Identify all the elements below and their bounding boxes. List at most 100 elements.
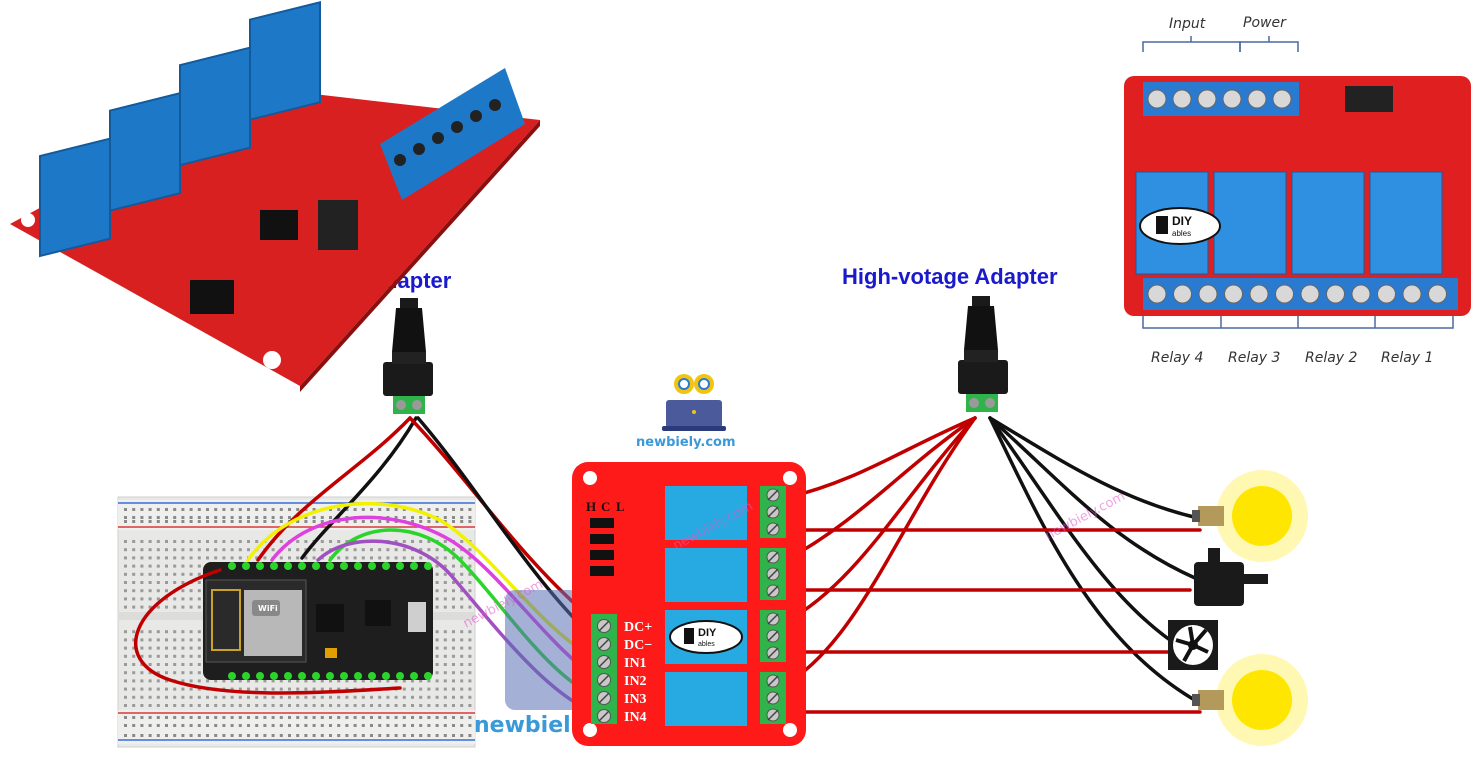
breadboard-hole [386,716,390,719]
newbiely-watermark-logo: newbiel [474,590,580,738]
breadboard-hole [386,704,390,707]
breadboard-hole [452,597,455,601]
esp-pin [424,672,432,680]
breadboard-hole [181,704,185,707]
breadboard-hole [263,516,267,519]
breadboard-hole [124,581,127,584]
breadboard-hole [124,520,127,523]
terminal-screw [1147,89,1167,109]
breadboard-hole [222,724,226,727]
breadboard-hole [337,508,341,511]
breadboard-hole [460,716,464,719]
breadboard-hole [247,695,250,699]
breadboard-hole [378,695,382,699]
breadboard-hole [427,704,431,707]
breadboard-hole [173,516,177,519]
breadboard-hole [132,716,136,719]
breadboard-hole [296,716,300,719]
newbiely-logo: newbiely.com [636,374,736,450]
breadboard-hole [156,589,160,593]
breadboard-hole [271,695,275,699]
breadboard-hole [427,687,431,691]
breadboard-hole [419,724,423,727]
breadboard-hole [460,704,464,707]
breadboard-hole [132,630,136,634]
breadboard-hole [124,597,127,601]
esp-pin [382,562,390,570]
breadboard-hole [197,508,201,511]
breadboard-hole [419,548,423,552]
breadboard-hole [353,556,357,560]
breadboard-hole [320,540,324,543]
esp-pin [368,672,376,680]
breadboard-hole [378,520,382,523]
breadboard-hole [288,716,291,719]
breadboard-hole [452,734,455,737]
breadboard-hole [173,687,177,691]
esp-pin [242,562,250,570]
breadboard-hole [140,695,144,699]
breadboard-hole [329,704,332,707]
pin-label-in3: IN3 [624,692,647,707]
breadboard-hole [214,516,218,519]
breadboard-hole [197,520,201,523]
breadboard-hole [452,572,455,576]
terminal-screw [1247,89,1267,109]
breadboard-hole [165,695,168,699]
breadboard-hole [132,556,136,560]
breadboard-hole [165,716,168,719]
breadboard-hole [468,654,472,658]
breadboard-hole [255,695,259,699]
breadboard-hole [181,508,185,511]
breadboard-hole [247,516,250,519]
breadboard-hole [329,679,332,683]
breadboard-hole [337,704,341,707]
breadboard-hole [132,734,136,737]
breadboard-hole [230,679,234,683]
breadboard-hole [460,646,464,650]
breadboard-hole [386,520,390,523]
breadboard-hole [173,572,177,576]
breadboard-hole [132,695,136,699]
breadboard-hole [419,695,423,699]
breadboard-hole [206,716,209,719]
breadboard-hole [148,520,152,523]
breadboard-hole [189,564,193,568]
diyables-logo-top: DIY ables [1139,207,1221,245]
breadboard-hole [443,572,447,576]
brand-text: newbiely.com [636,435,736,450]
breadboard-hole [402,556,406,560]
breadboard-hole [156,508,160,511]
esp-pin [340,672,348,680]
breadboard-hole [304,516,308,519]
screw-slot [767,523,779,535]
breadboard-hole [320,687,324,691]
breadboard-hole [411,687,414,691]
header-input: Input [1169,16,1206,32]
terminal-screw [413,143,425,155]
breadboard-hole [124,548,127,552]
breadboard-hole [402,704,406,707]
breadboard-hole [320,695,324,699]
breadboard-hole [443,630,447,634]
breadboard-hole [156,564,160,568]
breadboard-hole [378,679,382,683]
breadboard-hole [140,734,144,737]
breadboard-hole [189,716,193,719]
breadboard-hole [378,724,382,727]
esp-pin [284,562,292,570]
breadboard-hole [140,654,144,658]
terminal-screw [1402,284,1422,304]
breadboard-hole [156,581,160,584]
breadboard-hole [263,679,267,683]
breadboard-hole [361,695,365,699]
breadboard-hole [132,671,136,675]
breadboard-hole [181,716,185,719]
breadboard-hole [189,654,193,658]
breadboard-hole [247,679,250,683]
breadboard-hole [124,716,127,719]
breadboard-hole [263,734,267,737]
breadboard-hole [173,597,177,601]
breadboard-hole [181,548,185,552]
breadboard-hole [124,671,127,675]
